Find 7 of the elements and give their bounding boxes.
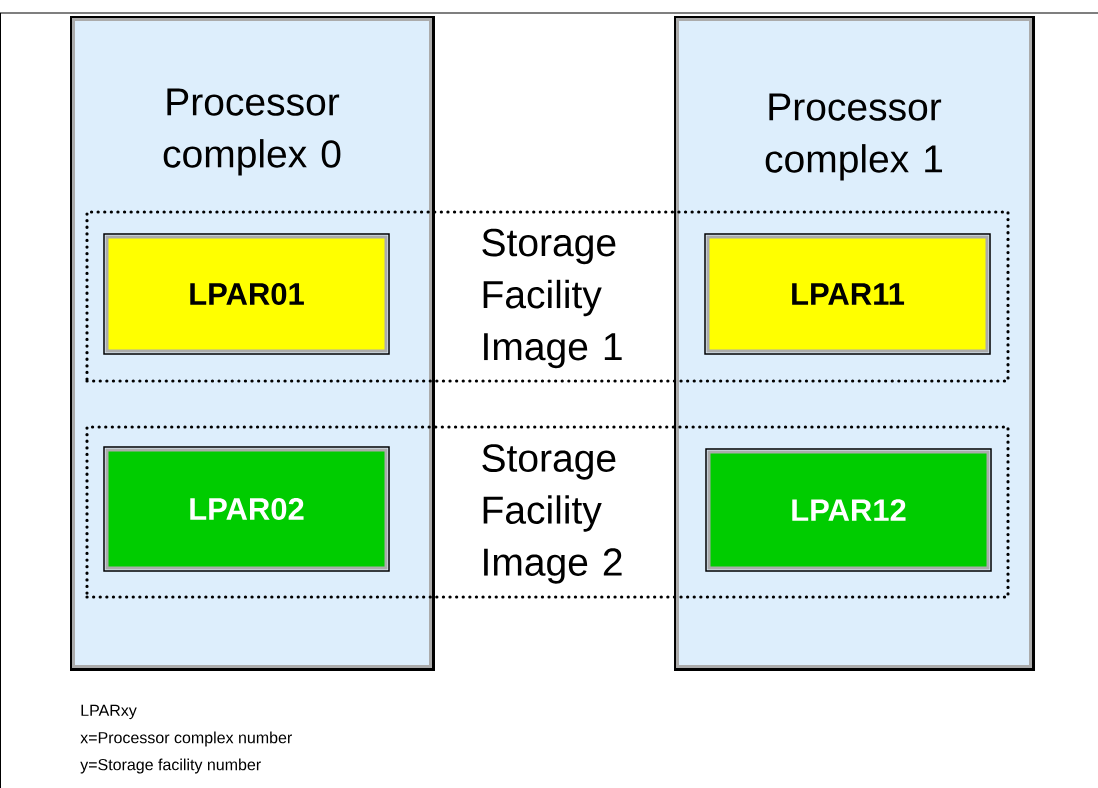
- lpar-box: LPAR11: [704, 233, 991, 355]
- lpar-box: LPAR02: [103, 446, 390, 572]
- lpar-box: LPAR12: [705, 448, 992, 572]
- note-text: LPARxy: [81, 704, 137, 720]
- note-text: x=Processor complex number: [80, 731, 292, 747]
- note-text: y=Storage facility number: [80, 758, 261, 774]
- lpar-box: LPAR01: [103, 233, 390, 355]
